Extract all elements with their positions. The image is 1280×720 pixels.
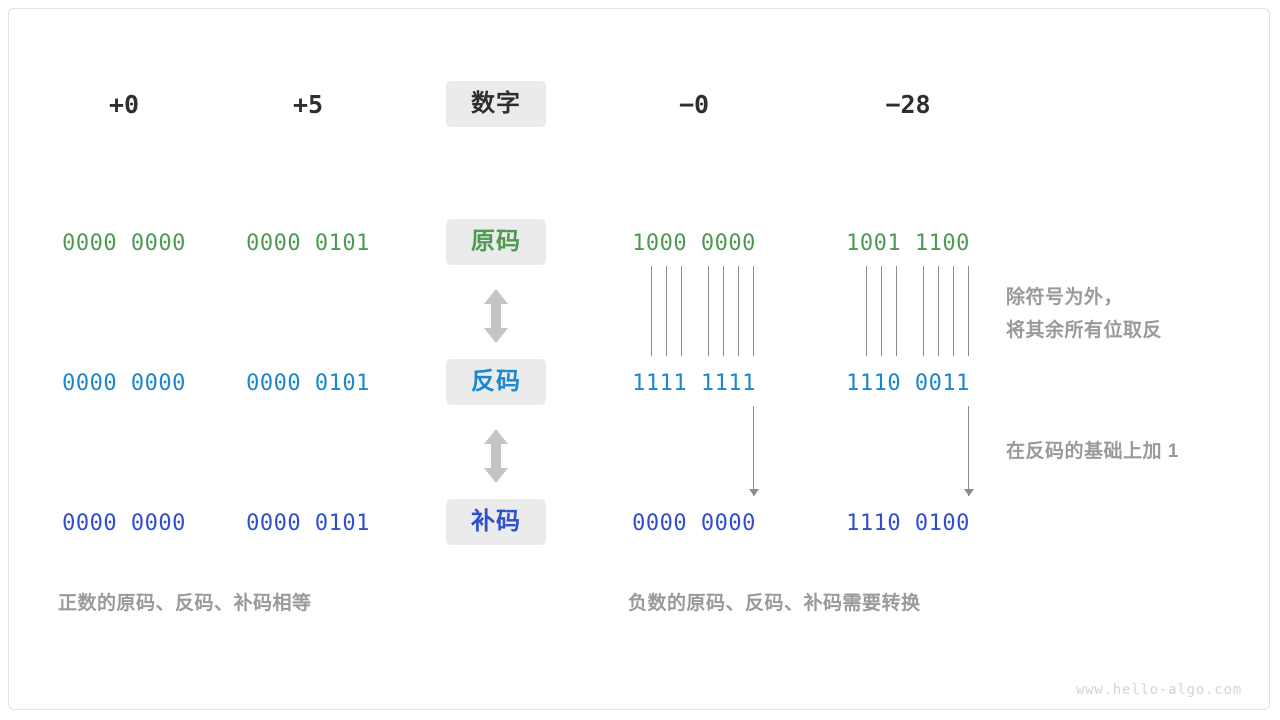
bits-ones-complement-col0: 0000 0000 [62,371,186,396]
connector-line-neg28-bit3 [881,266,882,356]
updown-arrow-icon-sign-to-ones [481,288,511,344]
bits-ones-complement-col3: 1110 0011 [846,371,970,396]
connector-line-neg0-bit5 [708,266,709,356]
header-number-col0: +0 [108,90,140,119]
note-add-one: 在反码的基础上加 1 [1006,441,1179,462]
row-label-ones-complement: 反码 [446,359,546,405]
connector-line-neg28-bit4 [896,266,897,356]
connector-line-neg0-bit8 [753,266,754,356]
note-invert-bits: 除符号为外， 将其余所有位取反 [1006,287,1163,341]
bits-twos-complement-col2: 0000 0000 [632,511,756,536]
bits-sign-magnitude-col0: 0000 0000 [62,231,186,256]
arrowhead-icon-addone-neg0 [749,489,759,496]
row-label-sign-magnitude: 原码 [446,219,546,265]
bits-sign-magnitude-col3: 1001 1100 [846,231,970,256]
bits-twos-complement-col3: 1110 0100 [846,511,970,536]
connector-line-neg28-bit6 [938,266,939,356]
bits-sign-magnitude-col2: 1000 0000 [632,231,756,256]
header-number-col2: −0 [678,90,710,119]
header-number-col1: +5 [292,90,324,119]
bits-ones-complement-col2: 1111 1111 [632,371,756,396]
watermark: www.hello-algo.com [1075,682,1242,698]
connector-line-neg28-bit2 [866,266,867,356]
connector-line-neg0-bit6 [723,266,724,356]
connector-line-neg0-bit4 [681,266,682,356]
connector-line-neg0-bit7 [738,266,739,356]
connector-line-neg0-bit2 [651,266,652,356]
connector-line-addone-neg28 [968,406,969,496]
diagram-frame [8,8,1270,710]
row-label-header: 数字 [446,81,546,127]
updown-arrow-icon-ones-to-twos [481,428,511,484]
bits-sign-magnitude-col1: 0000 0101 [246,231,370,256]
caption-positive: 正数的原码、反码、补码相等 [58,593,312,614]
connector-line-neg28-bit5 [923,266,924,356]
bits-ones-complement-col1: 0000 0101 [246,371,370,396]
connector-line-neg28-bit8 [968,266,969,356]
arrowhead-icon-addone-neg28 [964,489,974,496]
header-number-col3: −28 [885,90,931,119]
bits-twos-complement-col0: 0000 0000 [62,511,186,536]
row-label-twos-complement: 补码 [446,499,546,545]
connector-line-neg28-bit7 [953,266,954,356]
connector-line-addone-neg0 [753,406,754,496]
bits-twos-complement-col1: 0000 0101 [246,511,370,536]
caption-negative: 负数的原码、反码、补码需要转换 [628,593,921,614]
connector-line-neg0-bit3 [666,266,667,356]
